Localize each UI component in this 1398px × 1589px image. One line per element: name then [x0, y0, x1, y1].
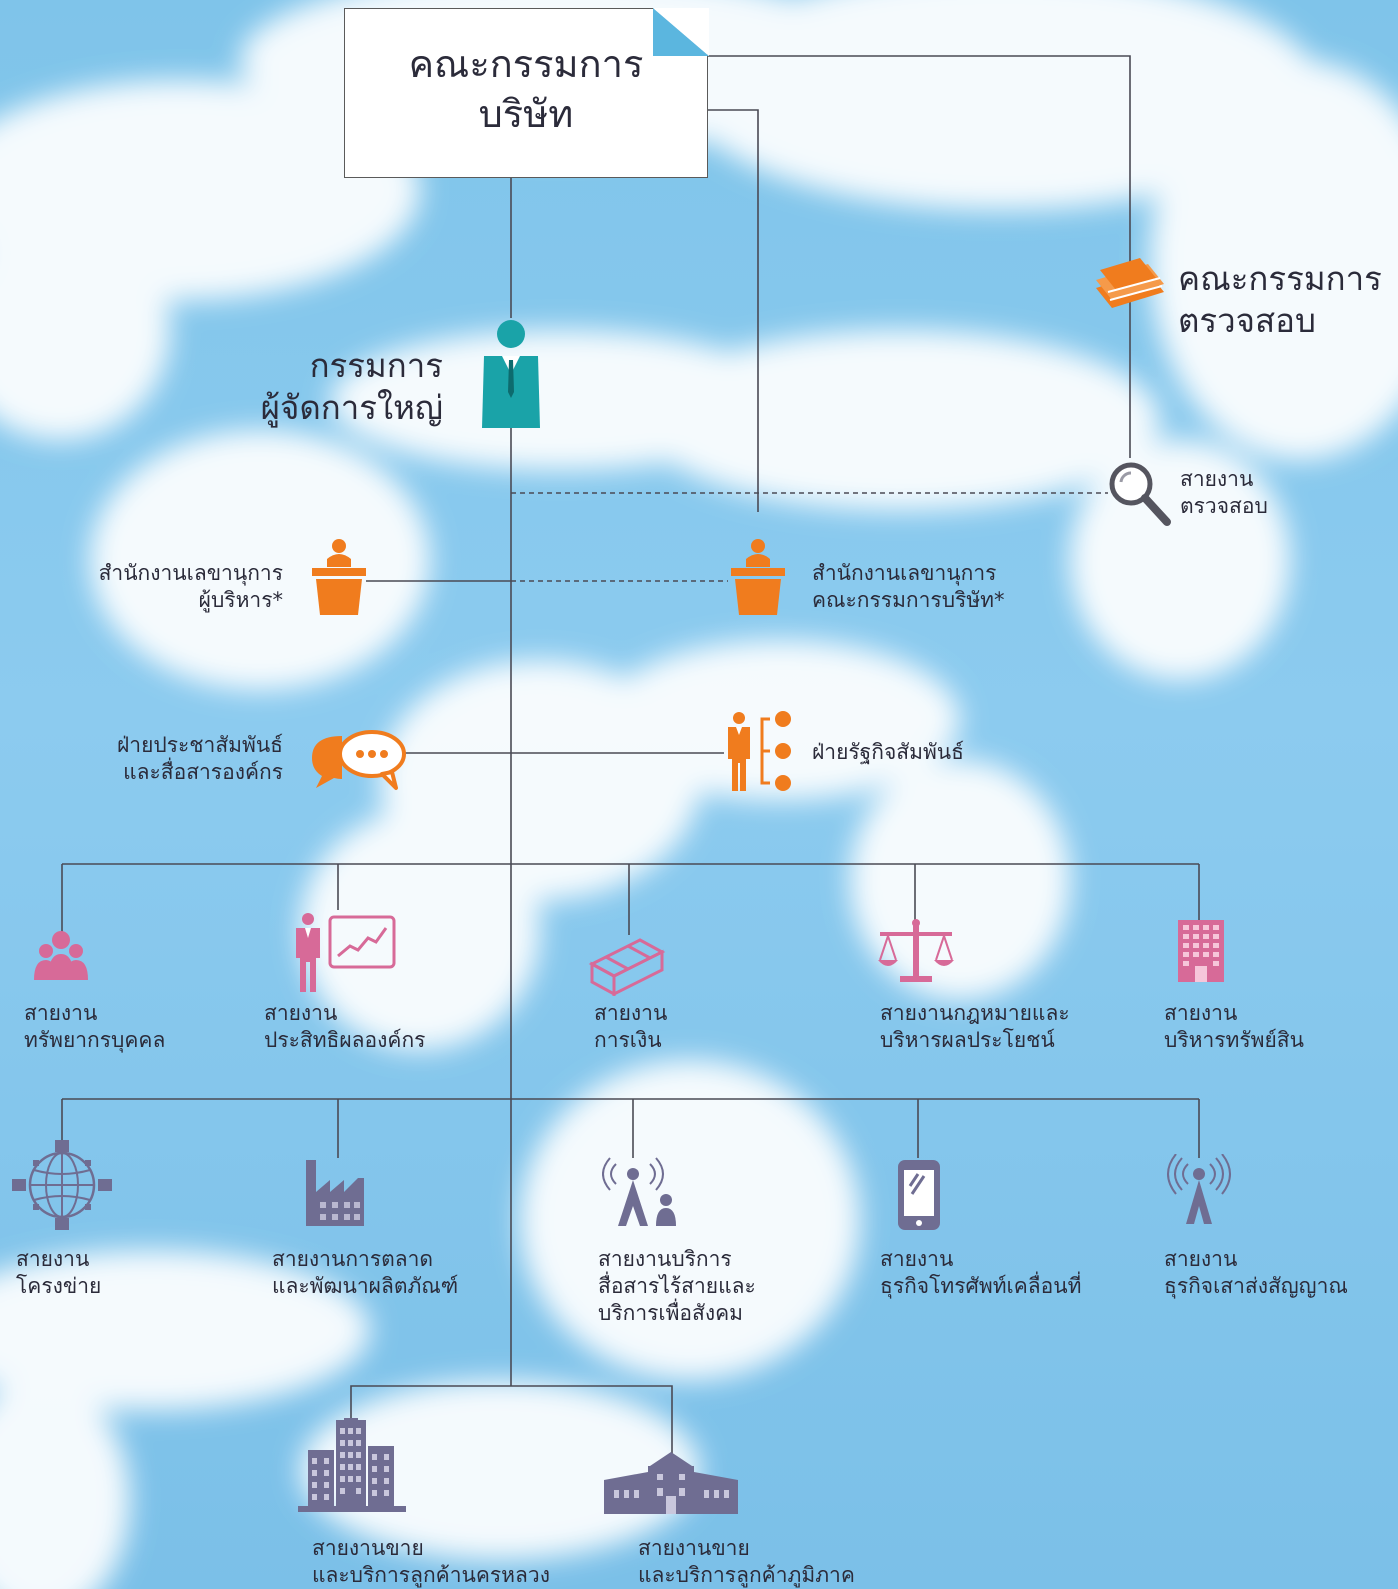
row3-item-metro: สายงานขาย และบริการลูกค้านครหลวง	[312, 1536, 550, 1587]
row1-item-property: สายงาน บริหารทรัพย์สิน	[1164, 1001, 1304, 1052]
person-org-icon	[728, 711, 791, 791]
scales-icon	[878, 919, 954, 982]
audit-division-label: สายงาน ตรวจสอบ	[1180, 467, 1268, 518]
tower-people-icon	[602, 1157, 676, 1226]
speaker-podium-icon	[312, 539, 366, 615]
board-of-directors-box: คณะกรรมการ บริษัท	[344, 7, 709, 178]
row2-item-mobile: สายงาน ธุรกิจโทรศัพท์เคลื่อนที่	[880, 1247, 1082, 1298]
row2-item-marketing: สายงานการตลาด และพัฒนาผลิตภัณฑ์	[272, 1247, 459, 1298]
row1-item-effectiveness: สายงาน ประสิทธิผลองค์กร	[264, 1001, 426, 1052]
row3-item-regional: สายงานขาย และบริการลูกค้าภูมิภาค	[638, 1536, 855, 1587]
board-secretary-label: สำนักงานเลขานุการ คณะกรรมการบริษัท*	[812, 561, 1005, 612]
factory-icon	[306, 1160, 364, 1226]
magnifier-icon	[1109, 462, 1171, 526]
network-globe-icon	[12, 1140, 112, 1230]
city-buildings-icon	[298, 1418, 406, 1512]
row2-item-network: สายงาน โครงข่าย	[16, 1247, 102, 1298]
board-title: คณะกรรมการ บริษัท	[408, 42, 644, 136]
row2-item-tower: สายงาน ธุรกิจเสาส่งสัญญาณ	[1164, 1247, 1348, 1298]
president-label: กรรมการ ผู้จัดการใหญ่	[260, 346, 443, 427]
row1-item-hr: สายงาน ทรัพยากรบุคคล	[24, 1001, 166, 1052]
house-office-icon	[604, 1452, 738, 1514]
folded-corner-icon	[652, 7, 709, 56]
row1-item-finance: สายงาน การเงิน	[594, 1001, 668, 1052]
row2-item-wireless: สายงานบริการ สื่อสารไร้สายและ บริการเพื่…	[598, 1247, 756, 1325]
mobile-phone-icon	[898, 1160, 940, 1230]
businessman-icon	[482, 320, 540, 428]
exec-secretary-label: สำนักงานเลขานุการ ผู้บริหาร*	[98, 561, 283, 612]
row1-item-legal: สายงานกฎหมายและ บริหารผลประโยชน์	[880, 1001, 1070, 1052]
gov-relations-label: ฝ่ายรัฐกิจสัมพันธ์	[812, 740, 964, 764]
speech-bubbles-icon	[312, 730, 406, 790]
pr-dept-label: ฝ่ายประชาสัมพันธ์ และสื่อสารองค์กร	[116, 733, 283, 784]
documents-stack-icon	[1096, 258, 1164, 308]
audit-committee-label: คณะกรรมการ ตรวจสอบ	[1178, 259, 1382, 340]
signal-tower-icon	[1167, 1154, 1231, 1224]
people-group-icon	[34, 931, 88, 980]
speaker-podium-icon	[731, 539, 785, 615]
money-stack-icon	[588, 938, 666, 996]
presentation-chart-icon	[296, 913, 396, 992]
building-icon	[1178, 920, 1224, 982]
